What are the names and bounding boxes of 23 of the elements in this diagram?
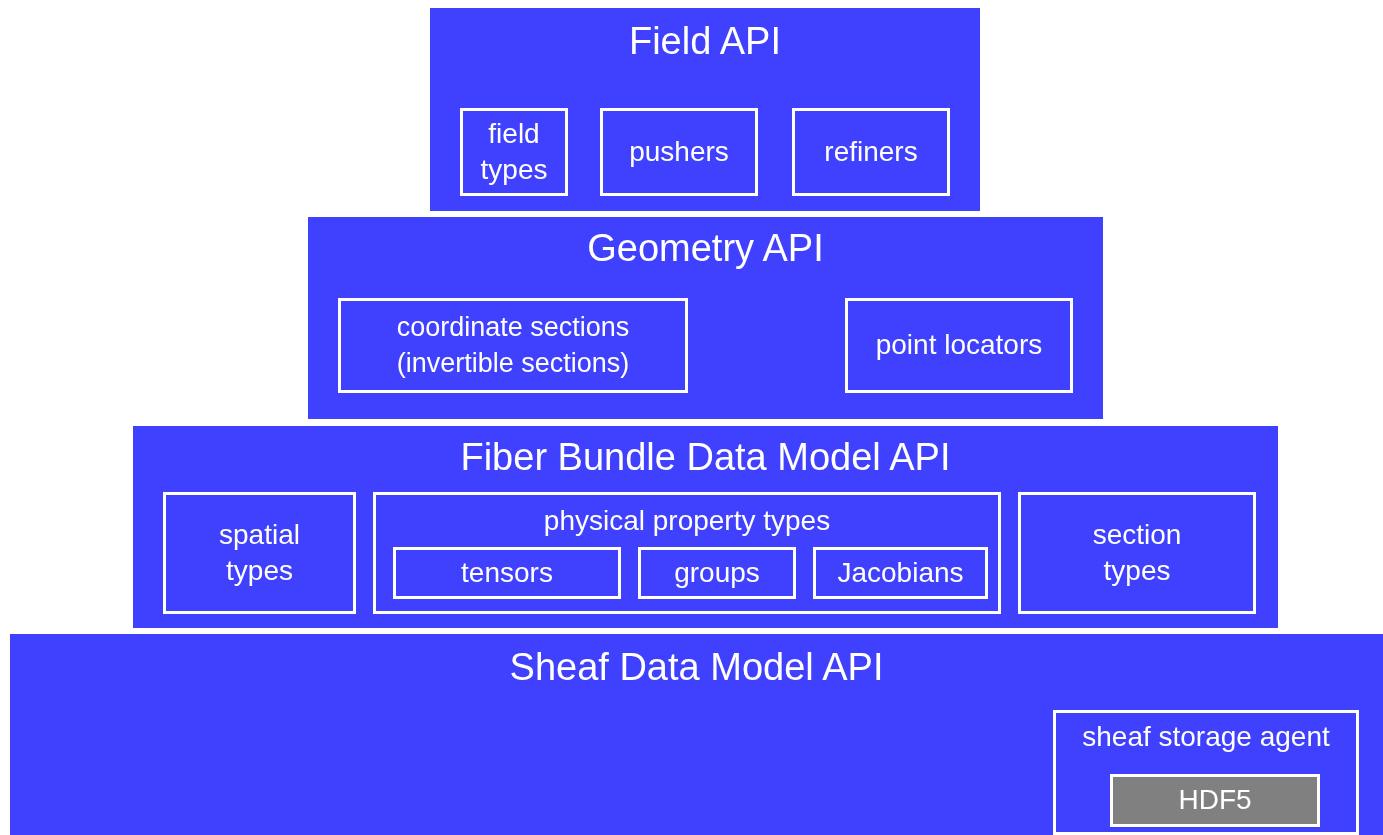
component-box: coordinate sections (invertible sections) [338, 298, 688, 393]
group-title: sheaf storage agent [1081, 721, 1331, 753]
layer-panel [308, 217, 1103, 419]
component-box: field types [460, 108, 568, 196]
component-box: tensors [393, 547, 621, 599]
layer-panel [430, 8, 980, 211]
component-box: point locators [845, 298, 1073, 393]
component-box: Jacobians [813, 547, 988, 599]
component-box: spatial types [163, 492, 356, 614]
component-box: HDF5 [1110, 774, 1320, 827]
layer-panel [133, 426, 1278, 628]
component-box: pushers [600, 108, 758, 196]
layer-title: Sheaf Data Model API [508, 646, 885, 689]
group-panel [1053, 710, 1359, 835]
component-box: section types [1018, 492, 1256, 614]
component-box: groups [638, 547, 796, 599]
layer-title: Geometry API [586, 227, 825, 270]
layer-panel [10, 634, 1383, 835]
group-title: physical property types [542, 505, 832, 537]
layer-title: Field API [627, 20, 783, 63]
group-panel [373, 492, 1001, 614]
layer-title: Fiber Bundle Data Model API [459, 436, 952, 479]
component-box: refiners [792, 108, 950, 196]
